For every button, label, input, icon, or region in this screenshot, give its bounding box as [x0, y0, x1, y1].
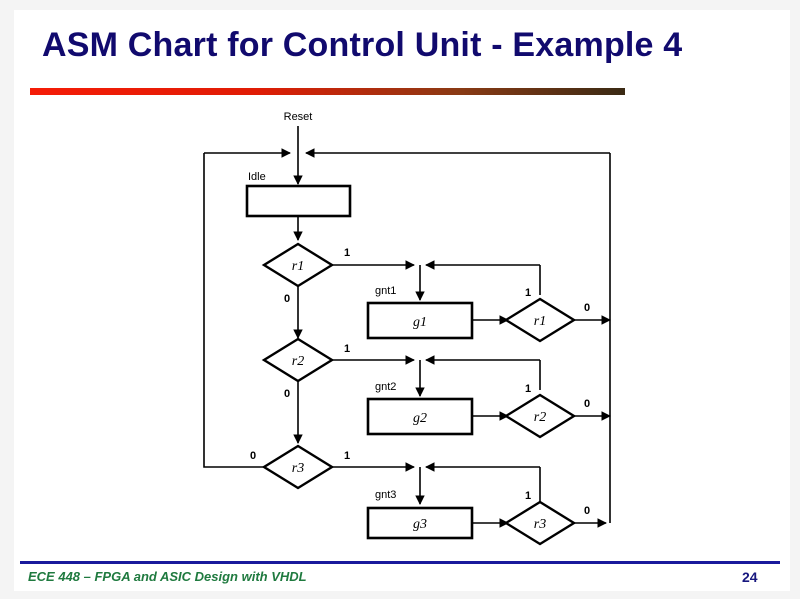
footer-divider [20, 561, 780, 564]
decision-diamond-r2-right [503, 393, 577, 439]
state-box-gnt1 [366, 301, 474, 340]
state-box-idle [245, 184, 352, 218]
decision-diamond-r1-right [503, 297, 577, 343]
state-output-g3: g3 [413, 517, 427, 532]
branch-label-r1-left-true: 1 [344, 247, 350, 259]
state-label-idle: Idle [248, 171, 266, 183]
state-box-gnt2 [366, 397, 474, 436]
decision-label-r1-left: r1 [292, 259, 304, 274]
decision-diamond-r3-right [503, 500, 577, 546]
branch-label-r3-left-false: 0 [250, 450, 256, 462]
decision-diamond-r3-left [261, 444, 335, 490]
branch-label-r2-left-true: 1 [344, 343, 350, 355]
asm-chart-diagram: Reset Idle r1 1 0 gnt1 [0, 100, 800, 555]
branch-label-r1-left-false: 0 [284, 293, 290, 305]
branch-label-r1-right-false: 0 [584, 302, 590, 314]
page-margin-left [0, 0, 14, 599]
r3-false-left-return-path [203, 153, 264, 468]
branch-label-r1-right-true: 1 [525, 287, 531, 299]
decision-label-r3-left: r3 [292, 461, 304, 476]
decision-label-r2-left: r2 [292, 354, 304, 369]
footer-page-number: 24 [742, 569, 758, 585]
state-label-gnt2: gnt2 [375, 381, 396, 393]
state-output-g2: g2 [413, 411, 427, 426]
title-divider [30, 88, 625, 95]
state-output-g1: g1 [413, 315, 427, 330]
reset-label: Reset [284, 111, 313, 123]
decision-label-r3-right: r3 [534, 517, 546, 532]
branch-label-r3-left-true: 1 [344, 450, 350, 462]
branch-label-r2-left-false: 0 [284, 388, 290, 400]
page-margin-bottom [0, 591, 800, 599]
footer-course-label: ECE 448 – FPGA and ASIC Design with VHDL [28, 569, 307, 584]
decision-label-r1-right: r1 [534, 314, 546, 329]
branch-label-r3-right-true: 1 [525, 490, 531, 502]
page-margin-right [790, 0, 800, 599]
decision-label-r2-right: r2 [534, 410, 546, 425]
branch-label-r3-right-false: 0 [584, 505, 590, 517]
state-label-gnt3: gnt3 [375, 489, 396, 501]
state-label-gnt1: gnt1 [375, 285, 396, 297]
branch-label-r2-right-false: 0 [584, 398, 590, 410]
page-margin-top [0, 0, 800, 10]
branch-label-r2-right-true: 1 [525, 383, 531, 395]
page-title: ASM Chart for Control Unit - Example 4 [42, 26, 683, 64]
